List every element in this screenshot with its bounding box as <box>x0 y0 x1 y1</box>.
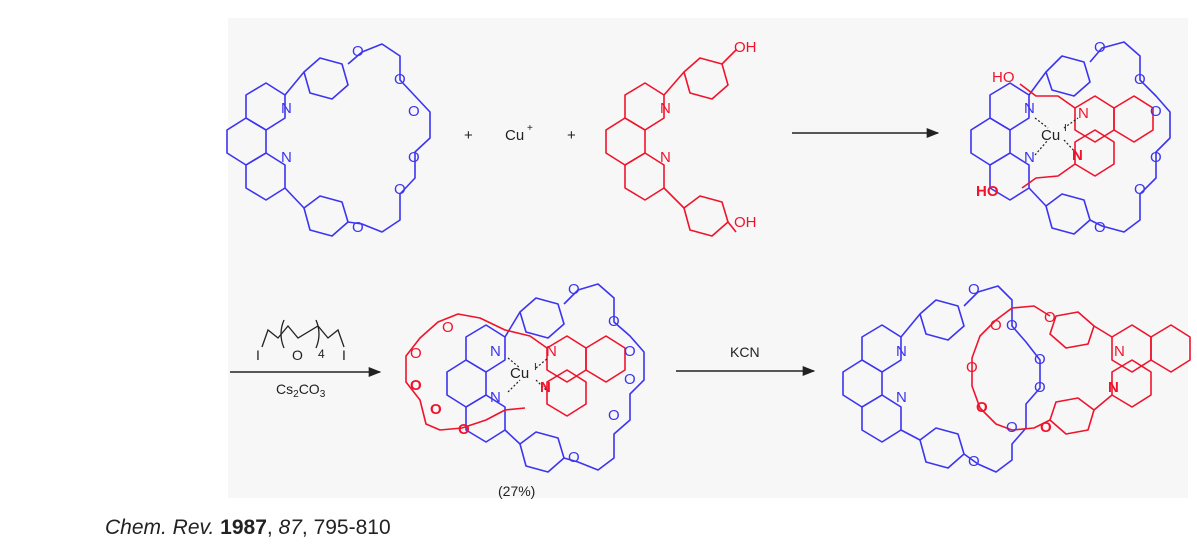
citation-sep: , <box>266 516 279 539</box>
citation-sep: , <box>301 516 314 539</box>
n-atom: N <box>1108 379 1119 396</box>
n-atom: N <box>1072 147 1083 164</box>
o-atom: O <box>1040 419 1052 436</box>
o-atom: O <box>1034 351 1046 368</box>
o-atom: O <box>624 343 636 360</box>
o-atom: O <box>1044 309 1056 326</box>
o-atom: O <box>1134 71 1146 88</box>
hydroxyl-group: OH <box>734 39 757 56</box>
hydroxyl-group: HO <box>976 183 999 200</box>
copper-reagent-charge: + <box>527 123 533 134</box>
catenand <box>842 285 1191 473</box>
o-atom: O <box>458 421 470 438</box>
n-atom: N <box>896 389 907 406</box>
copper-complex-precatenate <box>970 41 1171 235</box>
n-atom: N <box>546 343 557 360</box>
copper-oxidation-state: I <box>534 362 537 373</box>
n-atom: N <box>540 379 551 396</box>
dihydroxyphenyl-atoms: N N OH OH <box>660 39 757 231</box>
n-atom: N <box>1114 343 1125 360</box>
o-atom: O <box>1134 181 1146 198</box>
n-atom: N <box>281 149 292 166</box>
hydroxyl-group: HO <box>992 69 1015 86</box>
citation-pages: 795-810 <box>313 516 391 539</box>
o-atom: O <box>1150 149 1162 166</box>
repeat-bracket-right <box>315 319 320 349</box>
catenand-atoms: N N N N O O O O O O O O O O O <box>896 281 1125 470</box>
o-atom: O <box>442 319 454 336</box>
n-atom: N <box>1024 149 1035 166</box>
n-atom: N <box>490 343 501 360</box>
copper-reagent: Cu <box>505 127 524 144</box>
o-atom: O <box>608 313 620 330</box>
o-atom: O <box>1034 379 1046 396</box>
copper-catenate-atoms: N N N N Cu I O O O O O O O O O O O <box>410 281 636 466</box>
copper-oxidation-state: I <box>1064 123 1067 134</box>
macrocycle-phenanthroline <box>226 43 431 237</box>
n-atom: N <box>490 389 501 406</box>
hydroxyl-group: OH <box>734 214 757 231</box>
o-atom: O <box>968 281 980 298</box>
o-atom: O <box>410 345 422 362</box>
o-atom: O <box>568 449 580 466</box>
copper-center: Cu <box>510 365 529 382</box>
citation-journal: Chem. Rev. <box>105 516 215 539</box>
o-atom: O <box>1150 103 1162 120</box>
o-atom: O <box>410 377 422 394</box>
diiodide-chain <box>261 324 345 348</box>
o-atom: O <box>968 453 980 470</box>
o-atom: O <box>624 371 636 388</box>
repeat-count: 4 <box>318 347 325 361</box>
dihydroxyphenyl-phenanthroline <box>605 49 737 237</box>
n-atom: N <box>660 100 671 117</box>
macrocycle-atoms: N N O O O O O O <box>281 43 420 236</box>
o-atom: O <box>1006 419 1018 436</box>
plus-sign-2: + <box>567 127 576 144</box>
diiodide-reagent: I O 4 I <box>256 319 346 363</box>
citation-year: 1987 <box>220 516 267 539</box>
o-atom: O <box>408 103 420 120</box>
base-reagent: Cs2CO3 <box>276 381 326 400</box>
iodine-atom: I <box>342 347 346 363</box>
o-atom: O <box>430 401 442 418</box>
o-atom: O <box>1006 317 1018 334</box>
o-atom: O <box>394 181 406 198</box>
o-atom: O <box>352 43 364 60</box>
iodine-atom: I <box>256 347 260 363</box>
n-atom: N <box>896 343 907 360</box>
o-atom: O <box>966 359 978 376</box>
o-atom: O <box>408 149 420 166</box>
copper-complex-atoms: N N N N Cu I HO HO O O O O O O <box>976 39 1162 236</box>
o-atom: O <box>568 281 580 298</box>
o-atom: O <box>352 219 364 236</box>
repeat-bracket-left <box>280 319 285 349</box>
n-atom: N <box>660 149 671 166</box>
n-atom: N <box>1024 100 1035 117</box>
o-atom: O <box>990 317 1002 334</box>
n-atom: N <box>281 100 292 117</box>
o-atom: O <box>608 407 620 424</box>
o-atom: O <box>1094 219 1106 236</box>
kcn-reagent: KCN <box>730 344 760 360</box>
ether-oxygen: O <box>292 347 303 363</box>
o-atom: O <box>1094 39 1106 56</box>
yield-label: (27%) <box>498 483 535 499</box>
plus-sign-1: + <box>464 127 473 144</box>
o-atom: O <box>976 399 988 416</box>
o-atom: O <box>394 71 406 88</box>
citation-volume: 87 <box>278 516 302 539</box>
copper-catenate <box>405 283 645 473</box>
copper-center: Cu <box>1041 127 1060 144</box>
citation: Chem. Rev. 1987, 87, 795-810 <box>105 516 391 540</box>
n-atom: N <box>1078 105 1089 122</box>
